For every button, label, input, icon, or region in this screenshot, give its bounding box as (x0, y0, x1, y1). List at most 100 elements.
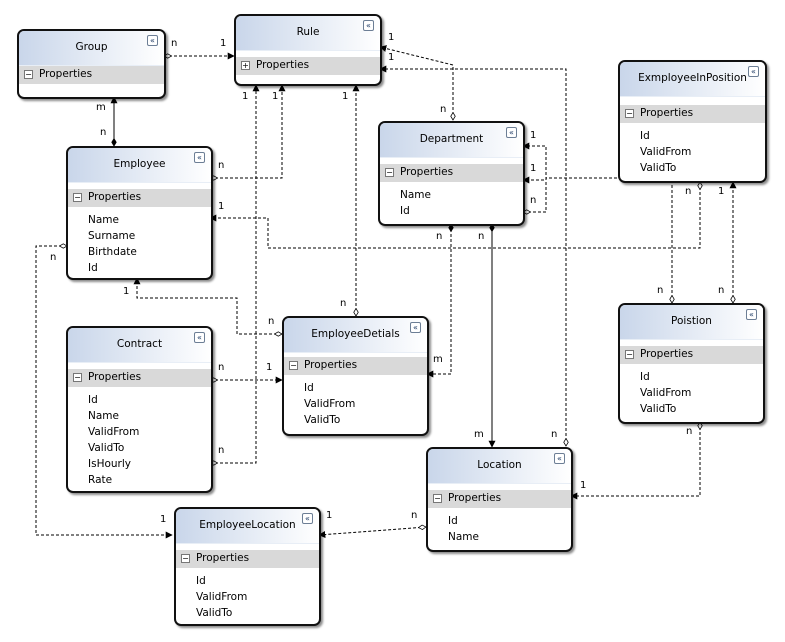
entity-location[interactable]: Location « − Properties Id Name (426, 447, 573, 552)
collapse-icon[interactable]: « (554, 453, 565, 464)
multiplicity-label: m (96, 102, 106, 113)
property-item: ValidFrom (304, 398, 356, 410)
property-item: ValidTo (304, 414, 341, 426)
entity-employee-detials[interactable]: EmployeeDetials « − Properties Id ValidF… (282, 316, 429, 436)
entity-title: Location (477, 459, 522, 471)
property-item: Id (640, 371, 650, 383)
entity-employee[interactable]: Employee « − Properties Name Surname Bir… (66, 146, 213, 280)
minus-icon[interactable]: − (181, 554, 190, 563)
properties-section[interactable]: + Properties (236, 57, 380, 75)
property-item: Name (448, 531, 479, 543)
multiplicity-label: n (686, 426, 693, 437)
minus-icon[interactable]: − (433, 494, 442, 503)
properties-section[interactable]: − Properties (380, 164, 523, 182)
minus-icon[interactable]: − (625, 109, 634, 118)
property-item: ValidFrom (640, 387, 692, 399)
property-item: Id (88, 262, 98, 274)
minus-icon[interactable]: − (73, 193, 82, 202)
multiplicity-label: 1 (220, 38, 227, 49)
properties-section[interactable]: − Properties (68, 369, 211, 387)
collapse-icon[interactable]: « (363, 20, 374, 31)
section-label: Properties (88, 191, 142, 203)
multiplicity-label: n (551, 429, 558, 440)
property-list: Id Name ValidFrom ValidTo IsHourly Rate (68, 387, 211, 488)
properties-section[interactable]: − Properties (68, 189, 211, 207)
multiplicity-label: n (530, 195, 537, 206)
entity-contract[interactable]: Contract « − Properties Id Name ValidFro… (66, 326, 213, 493)
property-item: ValidFrom (88, 426, 140, 438)
property-item: Id (88, 394, 98, 406)
property-item: Id (640, 130, 650, 142)
section-label: Properties (400, 166, 454, 178)
properties-section[interactable]: − Properties (19, 66, 164, 84)
property-item: Surname (88, 230, 136, 242)
properties-section[interactable]: − Properties (284, 357, 427, 375)
property-item: IsHourly (88, 458, 131, 470)
multiplicity-label: n (411, 510, 418, 521)
multiplicity-label: 1 (326, 510, 333, 521)
collapse-icon[interactable]: « (748, 66, 759, 77)
multiplicity-label: 1 (388, 32, 395, 43)
collapse-icon[interactable]: « (147, 35, 158, 46)
multiplicity-label: 1 (342, 91, 349, 102)
multiplicity-label: 1 (160, 514, 167, 525)
property-item: ValidFrom (640, 146, 692, 158)
section-label: Properties (39, 68, 93, 80)
entity-department[interactable]: Department « − Properties Name Id (378, 121, 525, 226)
entity-title: ExmployeeInPosition (638, 72, 747, 84)
multiplicity-label: n (268, 316, 275, 327)
property-item: Name (88, 214, 119, 226)
minus-icon[interactable]: − (24, 70, 33, 79)
minus-icon[interactable]: − (73, 373, 82, 382)
connector-employeeinposition-employee (209, 181, 703, 249)
property-item: Name (88, 410, 119, 422)
multiplicity-label: m (433, 354, 443, 365)
entity-group[interactable]: Group « − Properties (17, 29, 166, 99)
section-label: Properties (640, 348, 694, 360)
connector-department-self (522, 142, 547, 215)
property-item: Birthdate (88, 246, 137, 258)
entity-employee-location[interactable]: EmployeeLocation « − Properties Id Valid… (174, 507, 321, 626)
collapse-icon[interactable]: « (302, 513, 313, 524)
minus-icon[interactable]: − (625, 350, 634, 359)
multiplicity-label: n (218, 445, 225, 456)
entity-title: Group (75, 41, 108, 53)
entity-header: Employee « (68, 148, 211, 183)
entity-employee-in-position[interactable]: ExmployeeInPosition « − Properties Id Va… (618, 60, 767, 183)
entity-title: EmployeeLocation (199, 519, 296, 531)
property-list: Id ValidFrom ValidTo (176, 568, 319, 621)
minus-icon[interactable]: − (385, 168, 394, 177)
connector-contract-rule (209, 84, 260, 466)
property-item: ValidTo (640, 403, 677, 415)
properties-section[interactable]: − Properties (428, 490, 571, 508)
property-item: Id (196, 575, 206, 587)
property-item: ValidTo (640, 162, 677, 174)
multiplicity-label: n (657, 285, 664, 296)
connector-poistion-department (522, 176, 675, 304)
multiplicity-label: n (218, 160, 225, 171)
connector-employee-employeelocation (35, 243, 173, 539)
collapse-icon[interactable]: « (194, 152, 205, 163)
multiplicity-label: 1 (218, 201, 225, 212)
property-list: Name Surname Birthdate Id (68, 207, 211, 276)
entity-header: Rule « (236, 16, 380, 51)
collapse-icon[interactable]: « (506, 127, 517, 138)
collapse-icon[interactable]: « (410, 322, 421, 333)
entity-poistion[interactable]: Poistion « − Properties Id ValidFrom Val… (618, 303, 765, 424)
entity-header: Contract « (68, 328, 211, 363)
property-item: Rate (88, 474, 113, 486)
minus-icon[interactable]: − (289, 361, 298, 370)
entity-rule[interactable]: Rule « + Properties (234, 14, 382, 86)
multiplicity-label: 1 (242, 91, 249, 102)
entity-title: EmployeeDetials (311, 328, 400, 340)
collapse-icon[interactable]: « (746, 309, 757, 320)
plus-icon[interactable]: + (241, 61, 250, 70)
properties-section[interactable]: − Properties (176, 550, 319, 568)
properties-section[interactable]: − Properties (620, 346, 763, 364)
properties-section[interactable]: − Properties (620, 105, 765, 123)
collapse-icon[interactable]: « (194, 332, 205, 343)
connector-employee-rule (209, 84, 286, 181)
property-list: Id ValidFrom ValidTo (620, 123, 765, 176)
property-list: Id ValidFrom ValidTo (620, 364, 763, 417)
